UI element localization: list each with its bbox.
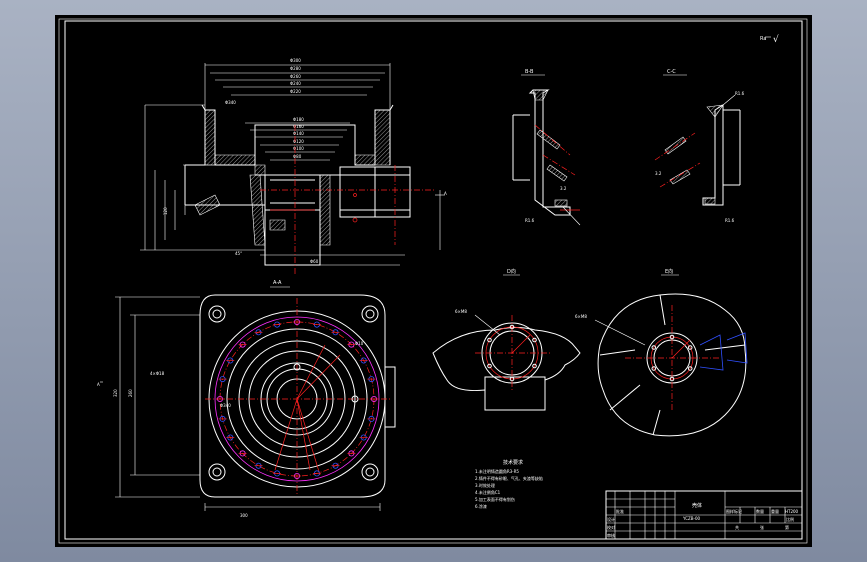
roughness-symbol: Ra √	[760, 34, 779, 45]
svg-text:Φ220: Φ220	[290, 89, 301, 94]
svg-text:6×M8: 6×M8	[455, 309, 467, 314]
tech-note-5: 5.加工表面不得有划伤	[475, 496, 515, 502]
tech-note-2: 2.铸件不得有砂眼、气孔、夹渣等缺陷	[475, 475, 543, 481]
plan-view-main: A-A 320 260 300 A 4×Φ18	[97, 280, 396, 518]
svg-text:E向: E向	[665, 268, 673, 275]
title-row-1: 设计	[607, 516, 615, 522]
svg-text:Φ80: Φ80	[293, 154, 302, 159]
svg-text:Φ120: Φ120	[293, 139, 304, 144]
tech-note-4: 4.未注倒角C1	[475, 489, 501, 495]
svg-text:Ra: Ra	[760, 36, 766, 42]
title-footer-2: 张	[760, 524, 764, 530]
svg-text:R1.6: R1.6	[725, 218, 735, 223]
svg-text:Φ340: Φ340	[220, 403, 231, 408]
svg-text:R1.6: R1.6	[735, 91, 745, 96]
tapped-hole	[687, 345, 693, 350]
svg-text:R1.6: R1.6	[525, 218, 535, 223]
svg-text:300: 300	[240, 513, 248, 518]
svg-text:Φ100: Φ100	[293, 146, 304, 151]
svg-text:D向: D向	[507, 268, 516, 275]
svg-text:Φ60: Φ60	[310, 259, 319, 264]
section-label-cc: C-C	[667, 69, 676, 75]
svg-text:Φ260: Φ260	[290, 74, 301, 79]
title-material: HT200	[785, 509, 799, 514]
outer-border	[58, 18, 808, 544]
svg-text:Φ340: Φ340	[225, 100, 236, 105]
svg-text:Φ10: Φ10	[355, 341, 364, 346]
svg-text:Φ240: Φ240	[290, 81, 301, 86]
tapped-hole	[487, 337, 492, 343]
tech-note-3: 3.时效处理	[475, 482, 495, 488]
section-view-cc: C-C R1.6 R1.6 3.2	[654, 69, 745, 223]
title-row-2: 校对	[607, 524, 615, 530]
tapped-hole	[487, 363, 492, 369]
svg-text:45°: 45°	[235, 251, 242, 256]
tapped-hole	[687, 366, 693, 371]
svg-text:Φ300: Φ300	[290, 58, 301, 63]
drawing-canvas: Ra √	[58, 18, 808, 544]
title-row-4: 批准	[616, 508, 624, 514]
inner-border	[64, 20, 803, 540]
svg-text:Φ140: Φ140	[293, 131, 304, 136]
section-label-aa: A-A	[273, 280, 282, 286]
svg-text:Φ280: Φ280	[290, 66, 301, 71]
title-header-2: 数量	[756, 508, 764, 514]
svg-text:3.2: 3.2	[655, 171, 662, 176]
title-row-3: 审核	[607, 532, 615, 538]
tapped-hole	[651, 345, 657, 350]
tapped-hole	[669, 376, 675, 382]
title-footer-3: 第	[785, 524, 789, 530]
roughness-mark-text: √	[773, 34, 779, 45]
tapped-hole	[509, 376, 515, 382]
title-part-name: 壳体	[692, 502, 702, 509]
svg-text:Φ160: Φ160	[293, 124, 304, 129]
tech-note-6: 6.涂漆	[475, 503, 487, 509]
section-view-bb: B-B R1.6 3.2	[512, 69, 581, 226]
svg-text:4×Φ18: 4×Φ18	[150, 371, 165, 376]
tapped-hole	[532, 337, 537, 343]
svg-text:6×M8: 6×M8	[575, 314, 587, 319]
title-block: 壳体 YCZB-00 HT200 图样标记 数量 重量 比例 设计 校对 审核 …	[605, 490, 803, 540]
view-d: D向 6×M8	[432, 268, 581, 411]
svg-text:320: 320	[113, 389, 118, 397]
svg-text:3.2: 3.2	[560, 186, 567, 191]
svg-text:260: 260	[128, 389, 133, 397]
tapped-hole	[669, 334, 675, 340]
svg-text:Φ180: Φ180	[293, 117, 304, 122]
svg-text:A: A	[444, 191, 447, 196]
technical-notes: 技术要求 1.未注明铸造圆角R3-R5 2.铸件不得有砂眼、气孔、夹渣等缺陷 3…	[475, 459, 543, 509]
title-header-4: 比例	[786, 516, 794, 522]
title-header-1: 图样标记	[726, 508, 742, 514]
tapped-hole	[509, 324, 515, 330]
view-e: E向 6×M8	[575, 268, 748, 437]
tech-note-1: 1.未注明铸造圆角R3-R5	[475, 468, 519, 474]
title-footer-1: 共	[735, 524, 739, 530]
section-label-bb: B-B	[525, 69, 534, 75]
tech-notes-heading: 技术要求	[503, 459, 523, 466]
title-drawing-number: YCZB-00	[682, 516, 700, 521]
svg-text:120: 120	[163, 207, 168, 215]
svg-text:A: A	[97, 382, 100, 387]
title-header-3: 重量	[771, 508, 779, 514]
tapped-hole	[532, 363, 537, 369]
tapped-hole	[651, 366, 657, 371]
drawing-sheet[interactable]: Ra √	[55, 15, 812, 547]
